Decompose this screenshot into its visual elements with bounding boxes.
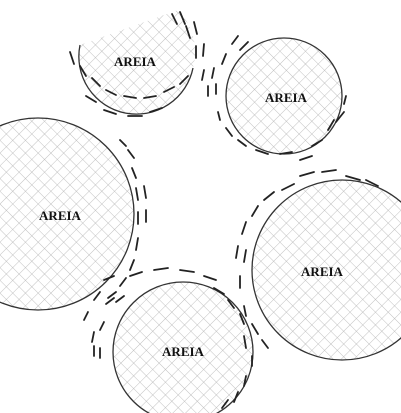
water-film-dash: [92, 332, 94, 342]
water-film-dash: [136, 238, 138, 250]
grain-label-left: AREIA: [39, 208, 82, 223]
water-film-dash: [322, 170, 336, 172]
water-film-dash: [226, 128, 232, 136]
grain-label-top-right: AREIA: [265, 90, 308, 105]
water-film-dash: [236, 246, 238, 258]
water-film-dash: [262, 340, 268, 348]
water-film-dash: [300, 172, 314, 176]
water-film-dash: [264, 192, 274, 200]
water-film-dash: [204, 276, 216, 280]
water-film-dash: [130, 272, 142, 276]
water-film-dash: [120, 140, 126, 146]
water-film-dash: [108, 292, 116, 298]
water-film-dash: [84, 312, 88, 320]
sand-grain-left: AREIA: [0, 118, 134, 310]
water-film-dash: [252, 324, 258, 334]
sand-grain-bottom: AREIA: [113, 282, 253, 413]
water-film-dash: [240, 42, 248, 50]
grain-label-right: AREIA: [301, 264, 344, 279]
water-film-dash: [130, 260, 134, 270]
water-film-dash: [252, 206, 258, 216]
water-film-dash: [180, 270, 194, 272]
water-film-dash: [136, 188, 138, 200]
water-film-dash: [244, 250, 246, 262]
water-film-dash: [120, 278, 126, 286]
water-film-dash: [232, 36, 238, 44]
water-film-dash: [132, 168, 136, 178]
water-film-dash: [94, 292, 100, 300]
grain-label-bottom: AREIA: [162, 344, 205, 359]
water-film-dash: [116, 296, 124, 302]
sand-grain-right: AREIA: [252, 180, 401, 360]
water-film-dash: [238, 140, 246, 146]
water-film-dash: [70, 52, 74, 64]
water-film-dash: [244, 306, 246, 316]
water-film-dash: [300, 156, 312, 160]
water-film-dash: [242, 222, 246, 234]
water-film-dash: [222, 54, 226, 64]
water-film-dash: [212, 68, 214, 78]
water-film-dash: [104, 110, 116, 114]
water-film-dash: [106, 298, 114, 304]
water-film-dash: [218, 112, 220, 120]
water-film-dash: [344, 96, 346, 104]
sand-grain-top-right: AREIA: [226, 38, 342, 154]
water-film-dash: [202, 70, 204, 80]
water-film-dash: [194, 22, 197, 34]
water-film-dash: [154, 268, 168, 270]
water-film-dash: [346, 176, 360, 180]
water-film-dash: [100, 322, 104, 330]
water-film-dash: [144, 186, 146, 198]
water-film-dash: [282, 184, 294, 190]
water-film-dash: [128, 150, 134, 158]
sand-grain-top-left: AREIA: [79, 10, 195, 114]
water-film-dash: [203, 44, 204, 56]
grain-label-top-left: AREIA: [114, 54, 157, 69]
